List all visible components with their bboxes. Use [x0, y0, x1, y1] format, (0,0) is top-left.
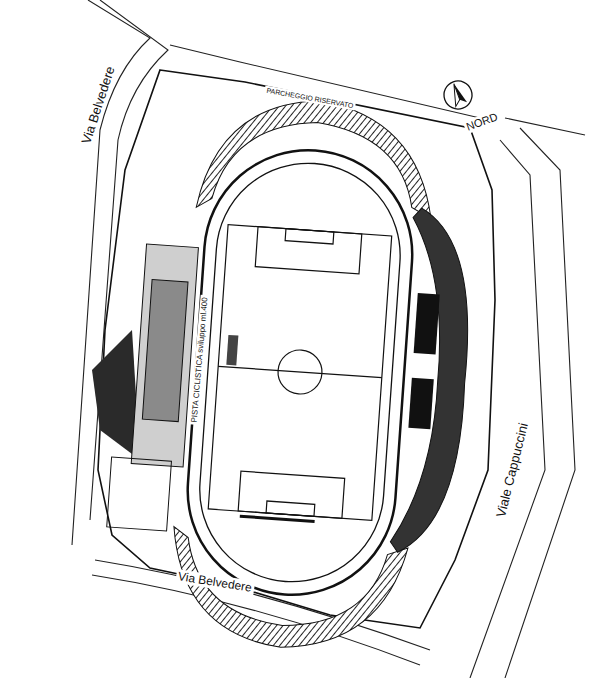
north-arrow — [440, 77, 476, 113]
street-name: Via Belvedere — [175, 569, 255, 595]
roads — [72, 0, 585, 678]
parking-label: PARCHEGGIO RISERVATO — [264, 86, 356, 111]
stadium — [99, 88, 484, 659]
street-name: Viale Cappuccini — [493, 419, 532, 520]
site-boundary — [98, 70, 495, 628]
track-label: PISTA CICLISTICA sviluppo ml.400 — [189, 295, 210, 425]
compass-label: NORD — [463, 110, 502, 135]
street-name: Via Belvedere — [78, 62, 118, 147]
